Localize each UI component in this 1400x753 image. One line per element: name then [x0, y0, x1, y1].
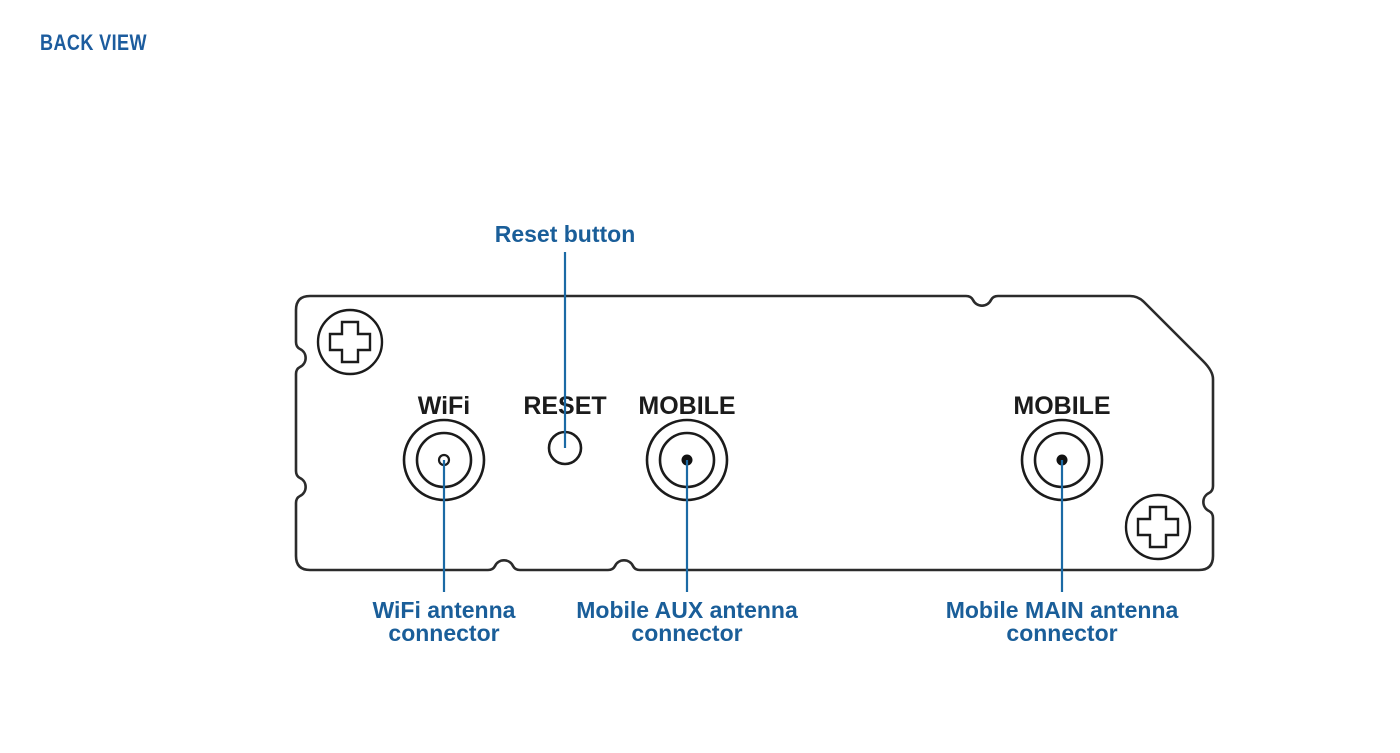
screw-bottom-right: [1124, 493, 1192, 561]
callout-wifi-antenna-connector: WiFi antenna connector: [373, 597, 516, 646]
screw-top-left: [316, 308, 384, 376]
callout-mobile-main-antenna-connector: Mobile MAIN antenna connector: [946, 597, 1179, 646]
callout-mobile-main-line1: Mobile MAIN antenna: [946, 597, 1179, 623]
callout-wifi-line1: WiFi antenna: [373, 597, 516, 623]
callout-reset-button: Reset button: [495, 221, 636, 247]
callout-mobile-main-line2: connector: [1006, 620, 1117, 646]
silkscreen-label-wifi: WiFi: [418, 392, 471, 420]
silkscreen-label-mobile-aux: MOBILE: [638, 392, 735, 420]
device-outline: [294, 294, 1215, 572]
silkscreen-label-mobile-main: MOBILE: [1013, 392, 1110, 420]
callout-wifi-line2: connector: [388, 620, 499, 646]
page-title: BACK VIEW: [40, 30, 147, 55]
device-chassis: [294, 294, 1215, 572]
callout-mobile-aux-antenna-connector: Mobile AUX antenna connector: [576, 597, 798, 646]
phillips-cross-icon: [328, 320, 372, 364]
callout-mobile-aux-line1: Mobile AUX antenna: [576, 597, 798, 623]
callout-mobile-aux-line2: connector: [631, 620, 742, 646]
phillips-cross-icon: [1136, 505, 1180, 549]
